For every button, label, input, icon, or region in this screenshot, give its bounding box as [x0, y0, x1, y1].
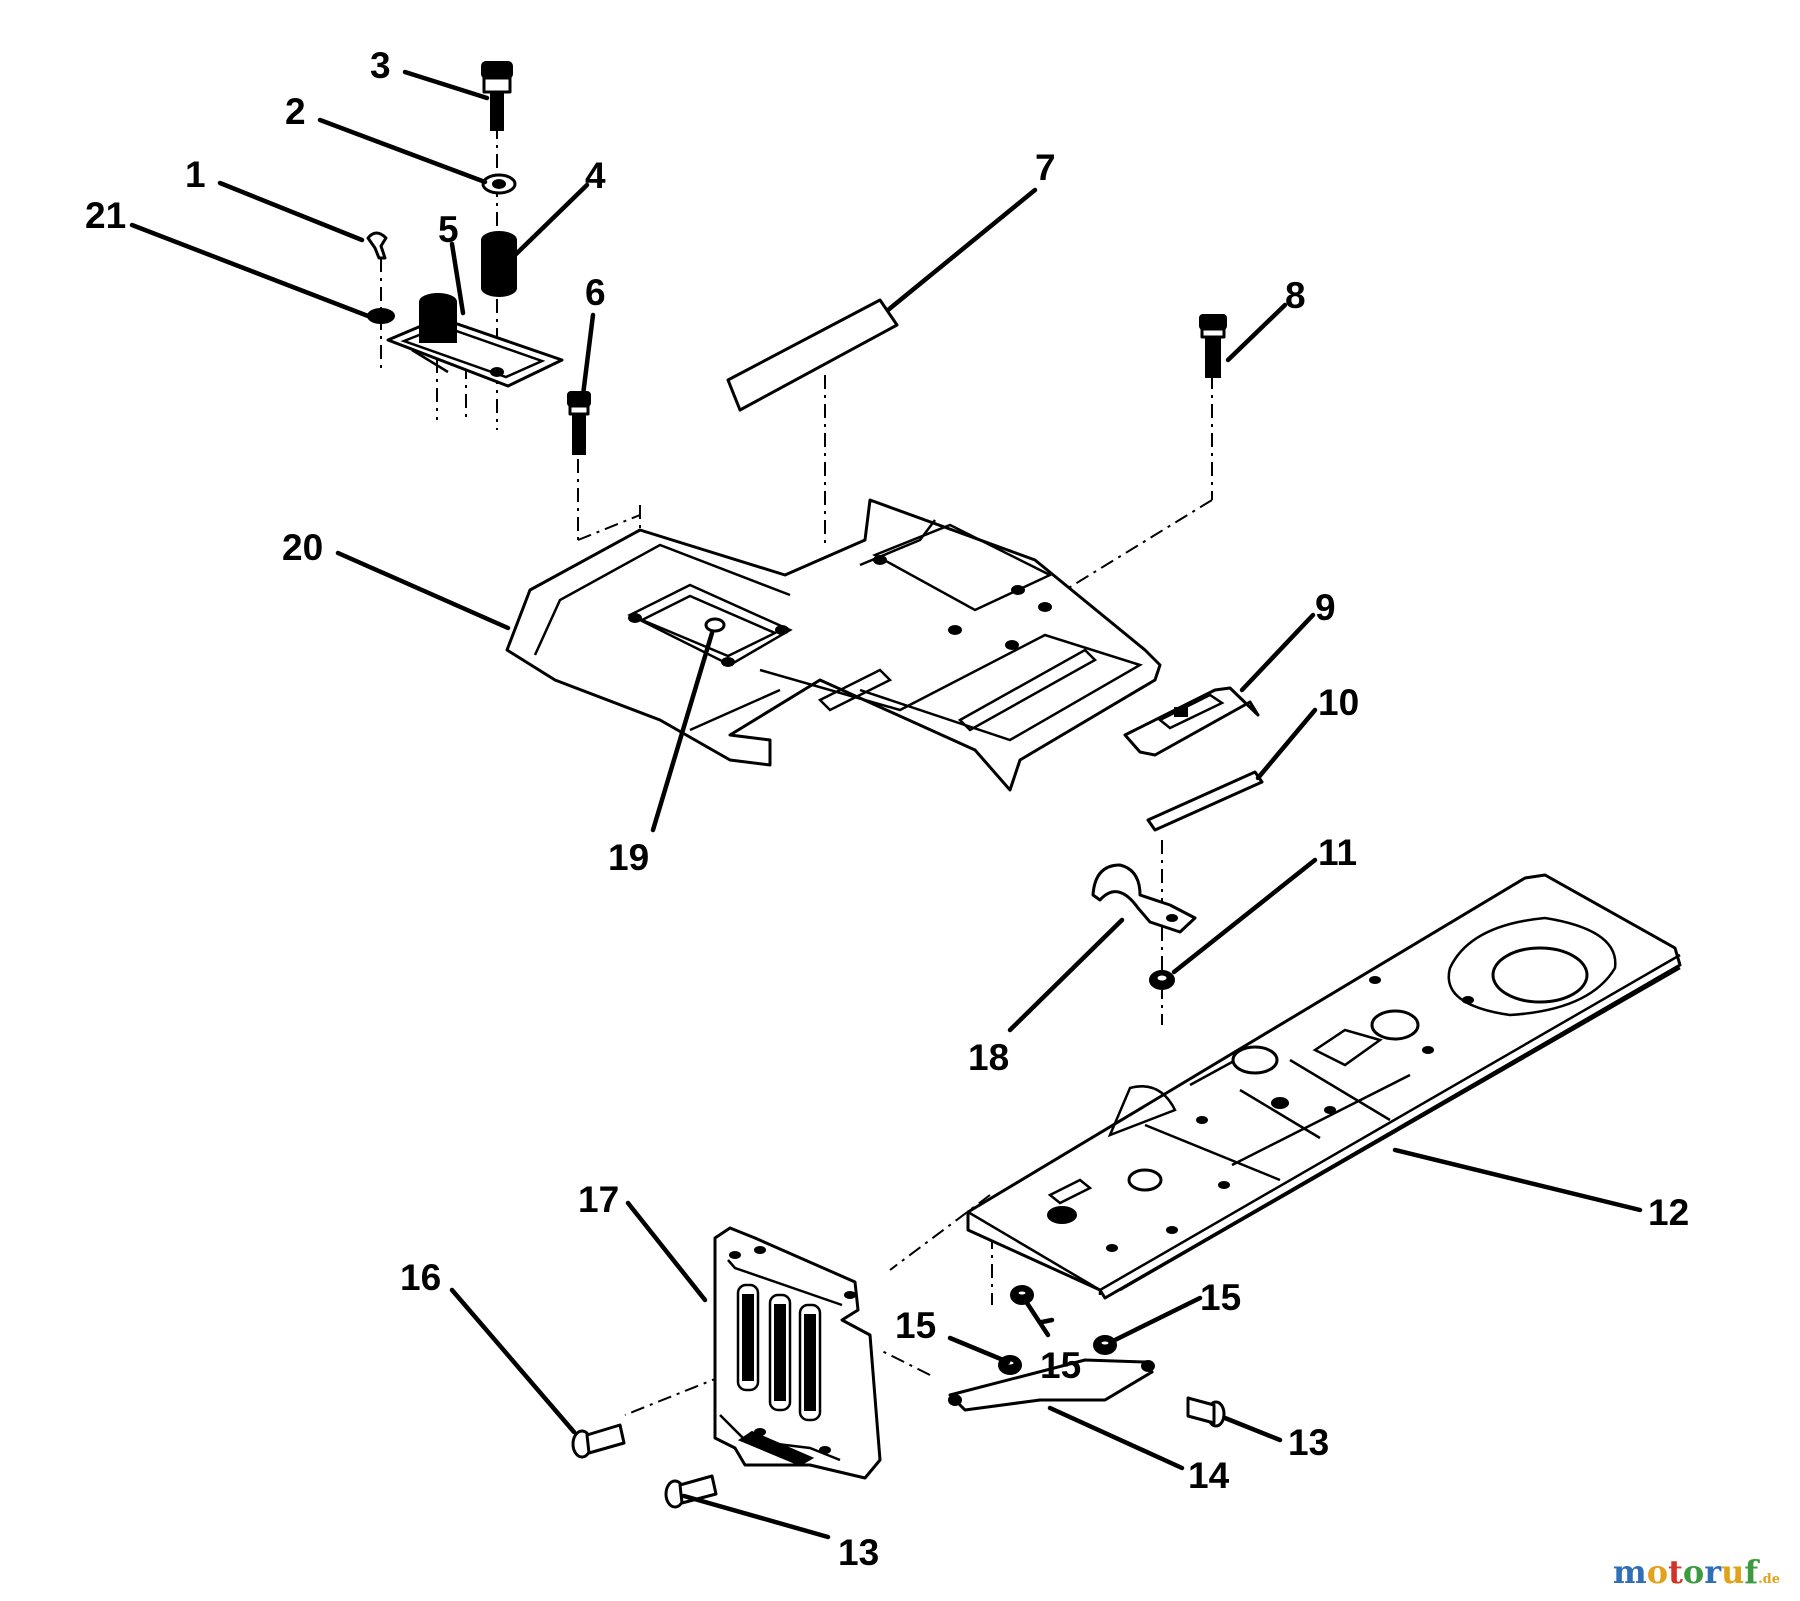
callout-15-right: 15	[1200, 1277, 1241, 1318]
part-14-bracket	[948, 1358, 1155, 1412]
callout-6: 6	[585, 272, 606, 313]
callout-10: 10	[1318, 682, 1359, 723]
watermark-letter: m	[1612, 1553, 1647, 1591]
callout-labels: 1 2 3 4 5 6 7 8 9 10 11 12 13 13 14 15 1…	[85, 45, 1689, 1573]
watermark-letter: u	[1721, 1553, 1745, 1591]
callout-4: 4	[585, 155, 606, 196]
callout-9: 9	[1315, 587, 1336, 628]
callout-13-bottom: 13	[838, 1532, 879, 1573]
callout-17: 17	[578, 1179, 619, 1220]
callout-12: 12	[1648, 1192, 1689, 1233]
watermark-letter: t	[1668, 1553, 1683, 1591]
part-12-frame	[966, 873, 1682, 1300]
watermark-letter: f	[1744, 1553, 1759, 1591]
leader-lines	[129, 69, 1643, 1540]
watermark-logo: motoruf.de	[1613, 1553, 1780, 1591]
part-18-clamp	[1091, 863, 1197, 934]
callout-11: 11	[1318, 832, 1357, 873]
callout-14: 14	[1188, 1455, 1230, 1496]
part-16-bolt	[571, 1423, 626, 1459]
callout-16: 16	[400, 1257, 441, 1298]
callout-5: 5	[438, 209, 459, 250]
part-1-key	[366, 231, 388, 260]
part-20-hood	[505, 498, 1162, 792]
callout-15-left: 15	[895, 1305, 936, 1346]
part-2-washer	[481, 173, 517, 195]
part-11-nut	[1149, 970, 1175, 990]
callout-8: 8	[1285, 275, 1306, 316]
watermark-letter: r	[1704, 1553, 1722, 1591]
callout-15-center: 15	[1040, 1345, 1081, 1386]
part-10-bracket	[1146, 770, 1264, 832]
callout-20: 20	[282, 527, 323, 568]
part-19-plug	[704, 617, 726, 633]
part-9-cover	[1123, 686, 1260, 757]
callout-19: 19	[608, 837, 649, 878]
callout-1: 1	[185, 154, 206, 195]
part-17-side-plate	[713, 1226, 882, 1480]
part-4-grommet	[481, 231, 517, 297]
part-5-plate	[386, 293, 564, 388]
part-6-bolt	[567, 391, 591, 455]
callout-13-right: 13	[1288, 1422, 1329, 1463]
part-7-decal	[726, 298, 899, 412]
part-3-bolt	[481, 61, 513, 131]
part-8-bolt	[1199, 314, 1227, 378]
watermark-letter: o	[1682, 1553, 1705, 1591]
callout-3: 3	[370, 45, 391, 86]
callout-7: 7	[1035, 147, 1056, 188]
part-21-washer	[367, 308, 395, 324]
callout-18: 18	[968, 1037, 1009, 1078]
watermark-letter: o	[1646, 1553, 1669, 1591]
callout-21: 21	[85, 195, 126, 236]
callout-2: 2	[285, 91, 306, 132]
watermark-suffix: .de	[1758, 1572, 1780, 1587]
